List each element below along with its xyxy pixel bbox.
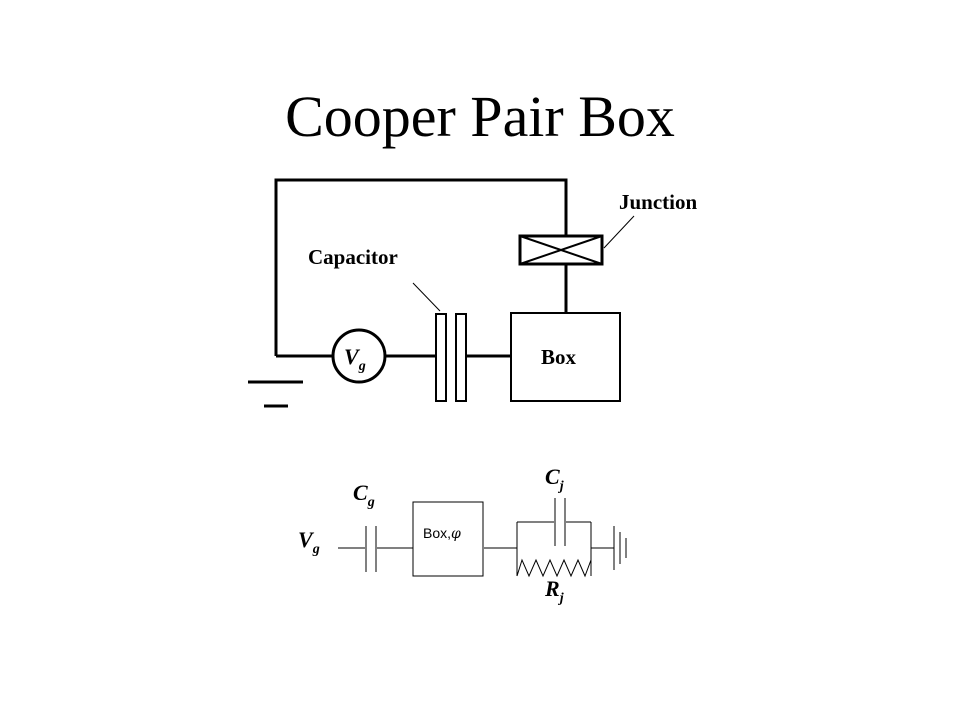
bottom-circuit: Vg Cg Box,φ Cj Rj [298,464,627,606]
gate-cap-label: Cg [353,480,375,510]
junction-cap-label: Cj [545,464,564,494]
junction-pointer [603,215,635,249]
junction-label: Junction [619,190,698,214]
junction-cross-b [519,235,603,265]
voltage-source-top [331,328,387,384]
slide-title: Cooper Pair Box [285,84,675,149]
capacitor-plate-left [435,313,447,402]
source-label-top: Vg [344,344,366,374]
source-label-bottom: Vg [298,527,320,557]
capacitor-pointer [412,282,441,312]
top-circuit: Junction Box Vg Capacitor [248,178,698,408]
top-loop-wire [274,178,568,356]
capacitor-plate-right [455,313,467,402]
rj-resistor [516,558,592,578]
capacitor-label: Capacitor [308,245,398,269]
junction-res-label: Rj [544,576,564,606]
box-label: Box [541,345,577,369]
box-node [412,501,484,577]
junction-symbol [518,234,604,266]
box-node-label: Box,φ [423,525,461,542]
